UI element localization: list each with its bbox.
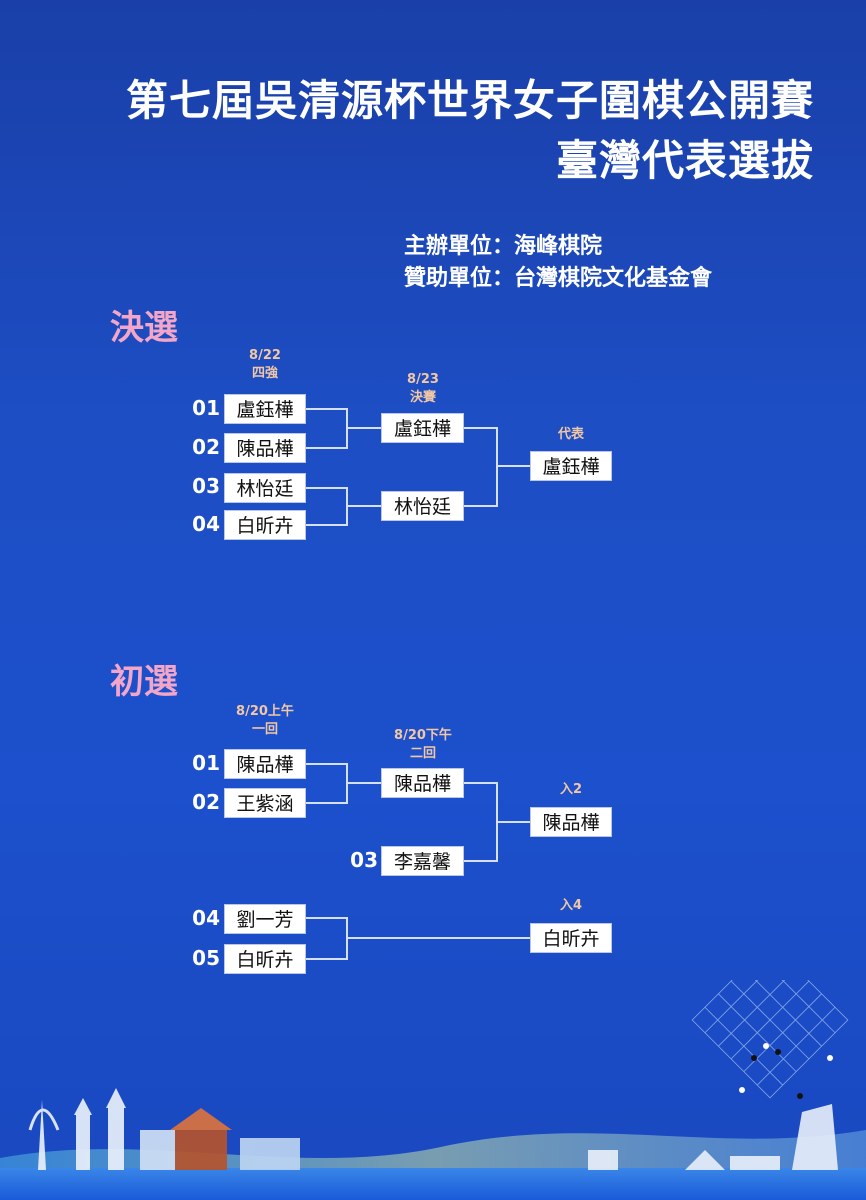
- right-landmarks-icon: [588, 1104, 838, 1170]
- prelims-r1-winner: 陳品樺: [381, 768, 464, 798]
- finals-semi-winner-2: 林怡廷: [381, 491, 464, 521]
- finals-semi-winner-1: 盧鈺樺: [381, 413, 464, 443]
- finals-champion: 盧鈺樺: [530, 451, 612, 481]
- finals-round2-name: 決賽: [409, 390, 436, 405]
- finals-round2-label: 8/23 決賽: [378, 371, 468, 407]
- prelim-connector-1: [305, 763, 348, 804]
- prelims-round1-date: 8/20上午: [236, 704, 294, 719]
- finals-player-2: 陳品樺: [224, 433, 306, 463]
- finals-round2-date: 8/23: [407, 372, 439, 387]
- finals-seed-01: 01: [192, 396, 220, 420]
- left-landmarks-icon: [28, 1088, 300, 1170]
- poster-subtitle: 臺灣代表選拔: [555, 136, 814, 185]
- prelims-seed-03: 03: [350, 848, 378, 872]
- finals-player-3: 林怡廷: [224, 473, 306, 503]
- bracket-lines: [305, 408, 530, 960]
- go-stones-icon: [739, 1043, 833, 1099]
- finals-connector-3: [463, 427, 498, 507]
- finals-seed-04: 04: [192, 512, 220, 536]
- finals-heading: 決選: [110, 308, 178, 348]
- prelims-round1-name: 一回: [251, 722, 278, 737]
- prelims-qualifier-b: 白昕卉: [530, 923, 612, 953]
- finals-player-4: 白昕卉: [224, 510, 306, 540]
- finals-seed-03: 03: [192, 474, 220, 498]
- prelims-player-5: 白昕卉: [224, 944, 306, 974]
- skyline-decoration: [0, 980, 866, 1200]
- prelims-player-2: 王紫涵: [224, 788, 306, 818]
- prelims-qualifier-a: 陳品樺: [530, 807, 612, 837]
- water-band: [0, 1168, 866, 1200]
- prelims-heading: 初選: [110, 662, 178, 702]
- prelims-player-3: 李嘉馨: [381, 846, 464, 876]
- finals-connector-1: [305, 408, 348, 449]
- finals-round1-name: 四強: [251, 366, 278, 381]
- finals-result-label: 代表: [557, 427, 584, 442]
- prelims-player-1: 陳品樺: [224, 749, 306, 779]
- sponsor-text: 贊助單位：台灣棋院文化基金會: [404, 266, 713, 291]
- prelims-seed-02: 02: [192, 790, 220, 814]
- prelim-connector-2: [463, 782, 498, 862]
- prelims-round2-label: 8/20下午 二回: [378, 727, 468, 763]
- prelims-player-4: 劉一芳: [224, 904, 306, 934]
- finals-round1-label: 8/22 四強: [220, 347, 310, 383]
- organizer-text: 主辦單位：海峰棋院: [404, 234, 603, 259]
- prelim-connector-3: [305, 917, 348, 960]
- finals-player-1: 盧鈺樺: [224, 394, 306, 424]
- prelims-round2-date: 8/20下午: [394, 728, 452, 743]
- finals-seed-02: 02: [192, 435, 220, 459]
- prelims-seed-04: 04: [192, 906, 220, 930]
- go-board-icon: [691, 980, 849, 1099]
- prelims-qualifier-b-label: 入4: [559, 898, 583, 913]
- prelims-seed-01: 01: [192, 751, 220, 775]
- prelims-round1-label: 8/20上午 一回: [220, 703, 310, 739]
- finals-round1-date: 8/22: [249, 348, 281, 363]
- prelims-round2-name: 二回: [409, 746, 436, 761]
- prelims-qualifier-a-label: 入2: [559, 782, 583, 797]
- finals-connector-2: [305, 487, 348, 526]
- prelims-seed-05: 05: [192, 946, 220, 970]
- poster-title: 第七屆吳清源杯世界女子圍棋公開賽: [125, 76, 814, 125]
